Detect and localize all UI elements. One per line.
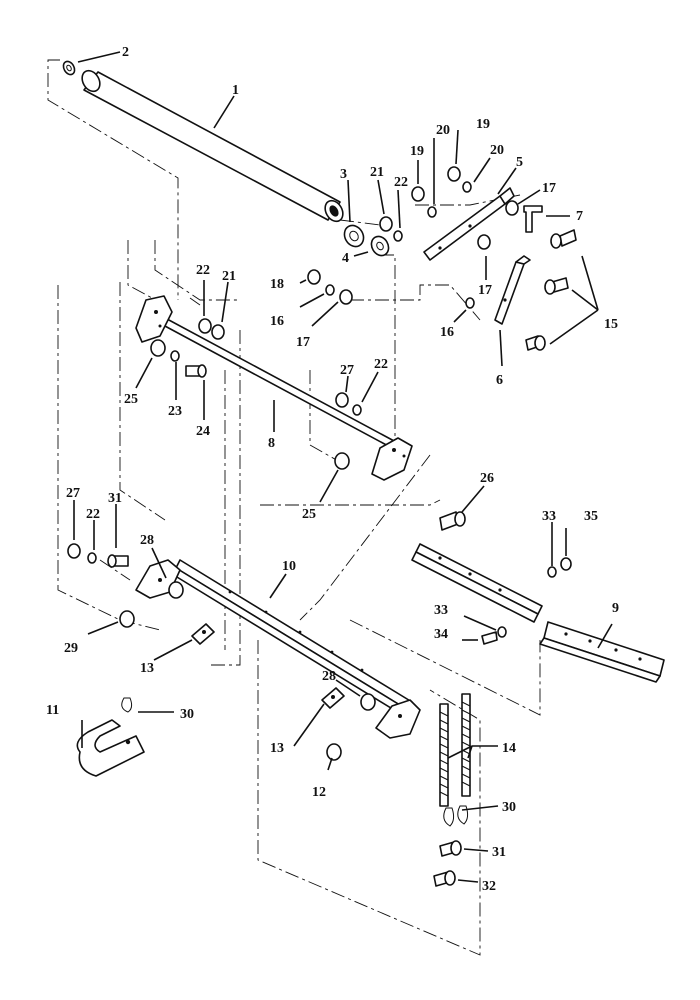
callout-31b: 31 xyxy=(492,845,506,860)
callout-12: 12 xyxy=(312,785,326,800)
callout-21a: 21 xyxy=(370,165,384,180)
callout-16a: 16 xyxy=(270,314,284,329)
callout-22c: 22 xyxy=(374,357,388,372)
callout-18: 18 xyxy=(270,277,284,292)
part-31-32-bolts xyxy=(433,840,462,887)
part-14-springs xyxy=(439,693,471,807)
callout-22d: 22 xyxy=(86,507,100,522)
callout-2: 2 xyxy=(122,45,129,60)
callout-5: 5 xyxy=(516,155,523,170)
part-1-roller-tube xyxy=(81,69,344,223)
part-4-bearing-flange xyxy=(370,235,390,257)
callout-19a: 19 xyxy=(476,117,490,132)
callout-11: 11 xyxy=(46,703,59,718)
callout-24: 24 xyxy=(196,424,210,439)
small-hardware-top xyxy=(307,166,519,309)
callout-14: 14 xyxy=(502,741,516,756)
part-30-cotter-pins xyxy=(121,697,469,827)
part-11-strap xyxy=(76,719,145,777)
callout-25a: 25 xyxy=(124,392,138,407)
callout-13b: 13 xyxy=(270,741,284,756)
callout-7: 7 xyxy=(576,209,583,224)
part-2-washer xyxy=(62,60,76,76)
callout-22a: 22 xyxy=(394,175,408,190)
part-7-clip xyxy=(523,205,543,233)
callout-labels: 2 1 19 20 19 20 5 3 21 22 17 7 4 18 22 2… xyxy=(46,45,619,894)
callout-17b: 17 xyxy=(478,283,492,298)
callout-15: 15 xyxy=(604,317,618,332)
callout-32: 32 xyxy=(482,879,496,894)
part-3-bearing xyxy=(343,224,365,248)
callout-16b: 16 xyxy=(440,325,454,340)
callout-20b: 20 xyxy=(490,143,504,158)
callout-27a: 27 xyxy=(340,363,354,378)
part-5-bracket xyxy=(423,187,515,261)
callout-30a: 30 xyxy=(180,707,194,722)
callout-31a: 31 xyxy=(108,491,122,506)
callout-20a: 20 xyxy=(436,123,450,138)
callout-25b: 25 xyxy=(302,507,316,522)
callout-19b: 19 xyxy=(410,144,424,159)
callout-30b: 30 xyxy=(502,800,516,815)
callout-17a: 17 xyxy=(542,181,556,196)
part-9-angle-bracket xyxy=(539,621,665,683)
callout-22b: 22 xyxy=(196,263,210,278)
bushings-and-bolt-middle xyxy=(150,318,362,470)
callout-21b: 21 xyxy=(222,269,236,284)
callout-35: 35 xyxy=(584,509,598,524)
part-15-bolts xyxy=(525,229,577,351)
callout-27b: 27 xyxy=(66,486,80,501)
callout-3: 3 xyxy=(340,167,347,182)
callout-33a: 33 xyxy=(542,509,556,524)
callout-17c: 17 xyxy=(296,335,310,350)
callout-33b: 33 xyxy=(434,603,448,618)
callout-28b: 28 xyxy=(322,669,336,684)
callout-8: 8 xyxy=(268,436,275,451)
leader-lines xyxy=(73,51,613,883)
callout-34: 34 xyxy=(434,627,448,642)
callout-26: 26 xyxy=(480,471,494,486)
part-8-cross-shaft xyxy=(135,295,413,481)
callout-28a: 28 xyxy=(140,533,154,548)
callout-6: 6 xyxy=(496,373,503,388)
part-26-bolt xyxy=(439,511,466,531)
part-6-bracket xyxy=(494,255,531,325)
callout-4: 4 xyxy=(342,251,349,266)
callout-23: 23 xyxy=(168,404,182,419)
small-hardware-lower xyxy=(67,543,572,761)
callout-10: 10 xyxy=(282,559,296,574)
callout-1: 1 xyxy=(232,83,239,98)
upper-channel-bracket xyxy=(411,543,543,623)
callout-29: 29 xyxy=(64,641,78,656)
part-13-pivot-pins xyxy=(191,623,345,709)
callout-13a: 13 xyxy=(140,661,154,676)
callout-9: 9 xyxy=(612,601,619,616)
